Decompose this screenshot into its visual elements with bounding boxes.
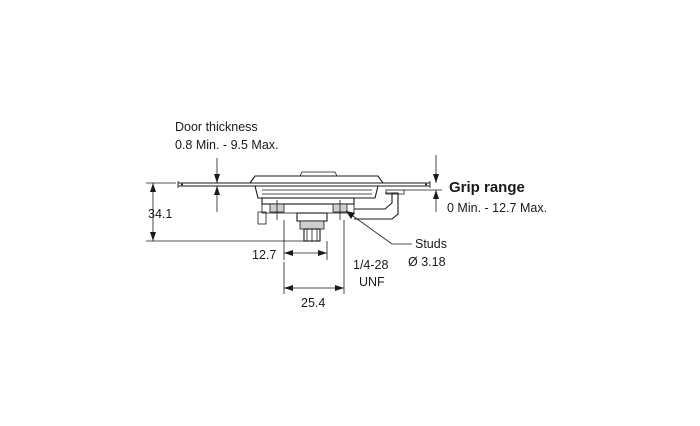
door-thickness-callout: Door thickness 0.8 Min. - 9.5 Max. [175, 120, 279, 212]
studs-label: Studs [415, 237, 447, 251]
height-dimension: 34.1 [146, 182, 304, 242]
grip-range-callout: Grip range 0 Min. - 12.7 Max. [404, 155, 547, 215]
stud-spacing-label: 12.7 [252, 248, 276, 262]
door-thickness-range: 0.8 Min. - 9.5 Max. [175, 138, 279, 152]
thread-spec: 1/4-28 [353, 258, 388, 272]
stud-spacing-dimension: 12.7 [252, 220, 328, 262]
grip-range-title: Grip range [449, 179, 525, 196]
grip-range-values: 0 Min. - 12.7 Max. [447, 201, 547, 215]
overall-width-label: 25.4 [301, 296, 325, 310]
stud-diameter: Ø 3.18 [408, 255, 446, 269]
overall-width-dimension: 25.4 [283, 220, 345, 310]
studs-callout: Studs Ø 3.18 [345, 210, 447, 269]
door-thickness-title: Door thickness [175, 120, 258, 134]
thread-callout: 1/4-28 UNF [353, 258, 388, 289]
door-panel [177, 181, 431, 188]
height-dim-label: 34.1 [148, 207, 172, 221]
thread-standard: UNF [359, 275, 385, 289]
latch-body [249, 171, 405, 242]
